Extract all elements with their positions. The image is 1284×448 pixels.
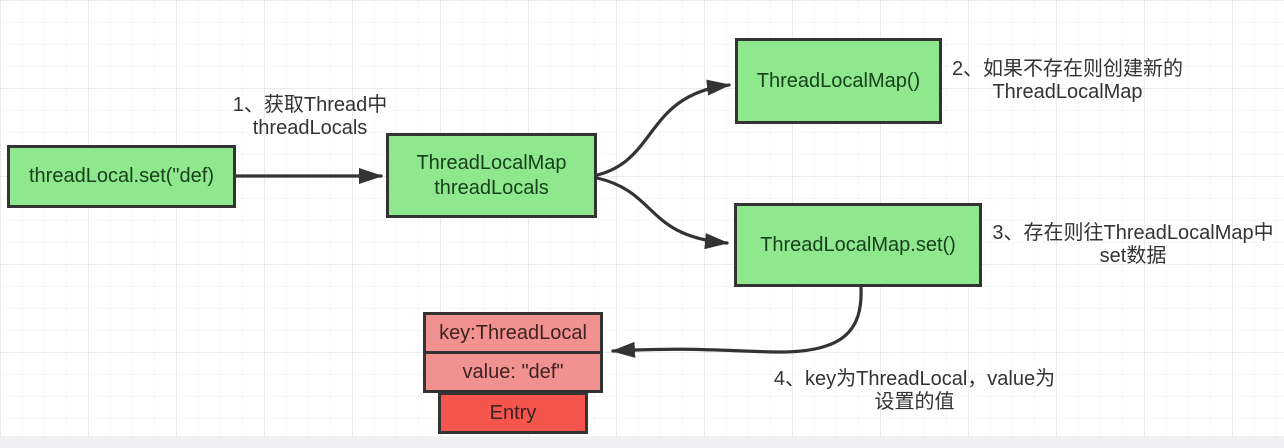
annotation-step4-line2: 设置的值 (874, 391, 955, 413)
annotation-step4-line1: 4、key为ThreadLocal，value为 (773, 368, 1056, 390)
annotation-step4: 4、key为ThreadLocal，value为 设置的值 (752, 368, 1077, 414)
entry-value-row: value: "def" (426, 351, 600, 390)
annotation-step1-line2: threadLocals (252, 117, 368, 139)
annotation-step2-line1: 2、如果不存在则创建新的 (951, 58, 1184, 80)
node-entry: Entry (438, 392, 588, 434)
arrow-setmap-to-entry (611, 285, 863, 358)
node-threadlocalmap-line1: ThreadLocalMap (416, 151, 567, 174)
entry-key-row: key:ThreadLocal (426, 315, 600, 351)
annotation-step3-line1: 3、存在则往ThreadLocalMap中 (992, 222, 1274, 244)
node-entry-key-value: key:ThreadLocal value: "def" (423, 312, 603, 393)
annotation-step2: 2、如果不存在则创建新的 ThreadLocalMap (945, 58, 1190, 104)
node-new-threadlocalmap: ThreadLocalMap() (735, 38, 942, 124)
annotation-step1: 1、获取Thread中 threadLocals (215, 94, 405, 140)
node-entry-label: Entry (489, 401, 537, 424)
annotation-step2-line2: ThreadLocalMap (992, 81, 1143, 103)
arrow-threadlocals-to-newmap (595, 79, 731, 177)
entry-key-label: key:ThreadLocal (439, 321, 587, 344)
node-threadlocalmap-set: ThreadLocalMap.set() (734, 203, 982, 287)
annotation-step3-line2: set数据 (1099, 245, 1167, 267)
node-threadlocalmap-line2: threadLocals (434, 176, 549, 199)
annotation-step1-line1: 1、获取Thread中 (232, 94, 388, 116)
node-new-threadlocalmap-label: ThreadLocalMap() (756, 69, 921, 92)
arrow-threadlocals-to-setmap (595, 176, 729, 250)
node-threadlocalmap-threadlocals: ThreadLocalMap threadLocals (386, 133, 597, 218)
entry-value-label: value: "def" (462, 360, 564, 383)
annotation-step3: 3、存在则往ThreadLocalMap中 set数据 (983, 222, 1283, 268)
bottom-edge-strip (0, 436, 1284, 448)
node-threadlocal-set-label: threadLocal.set("def) (29, 165, 214, 187)
node-threadlocalmap-set-label: ThreadLocalMap.set() (760, 233, 956, 256)
node-threadlocal-set: threadLocal.set("def) (7, 145, 236, 208)
